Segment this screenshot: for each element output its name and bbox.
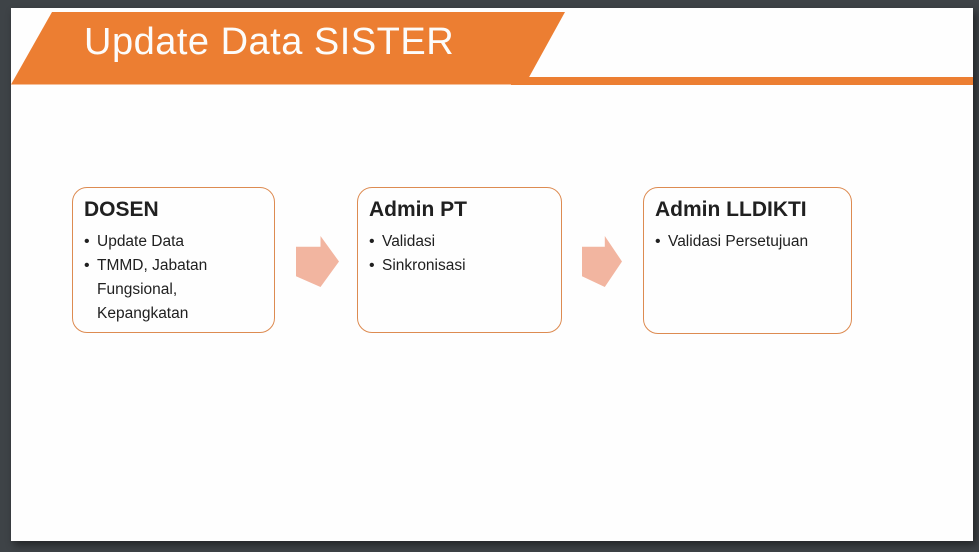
bullet-item: Update Data [84, 230, 264, 254]
bullet-item: TMMD, Jabatan Fungsional, Kepangkatan [84, 254, 264, 326]
bullet-item: Validasi Persetujuan [655, 230, 841, 254]
step-box-admin-lldikti: Admin LLDIKTI Validasi Persetujuan [643, 187, 852, 334]
step-box-admin-pt: Admin PT Validasi Sinkronisasi [357, 187, 562, 333]
step-title: Admin PT [369, 198, 467, 221]
bullet-item: Sinkronisasi [369, 254, 551, 278]
step-box-dosen: DOSEN Update Data TMMD, Jabatan Fungsion… [72, 187, 275, 333]
step-title: Admin LLDIKTI [655, 198, 807, 221]
bullet-item: Validasi [369, 230, 551, 254]
slide-canvas: Update Data SISTER DOSEN Update Data TMM… [11, 8, 973, 541]
step-bullet-list: Validasi Sinkronisasi [369, 230, 551, 278]
right-arrow-icon [296, 236, 339, 287]
step-title: DOSEN [84, 198, 159, 221]
step-bullet-list: Update Data TMMD, Jabatan Fungsional, Ke… [84, 230, 264, 326]
banner-underline-bar [511, 77, 973, 85]
right-arrow-icon [582, 236, 622, 287]
banner-parallelogram [11, 12, 565, 85]
step-bullet-list: Validasi Persetujuan [655, 230, 841, 254]
slide-title: Update Data SISTER [84, 21, 455, 63]
